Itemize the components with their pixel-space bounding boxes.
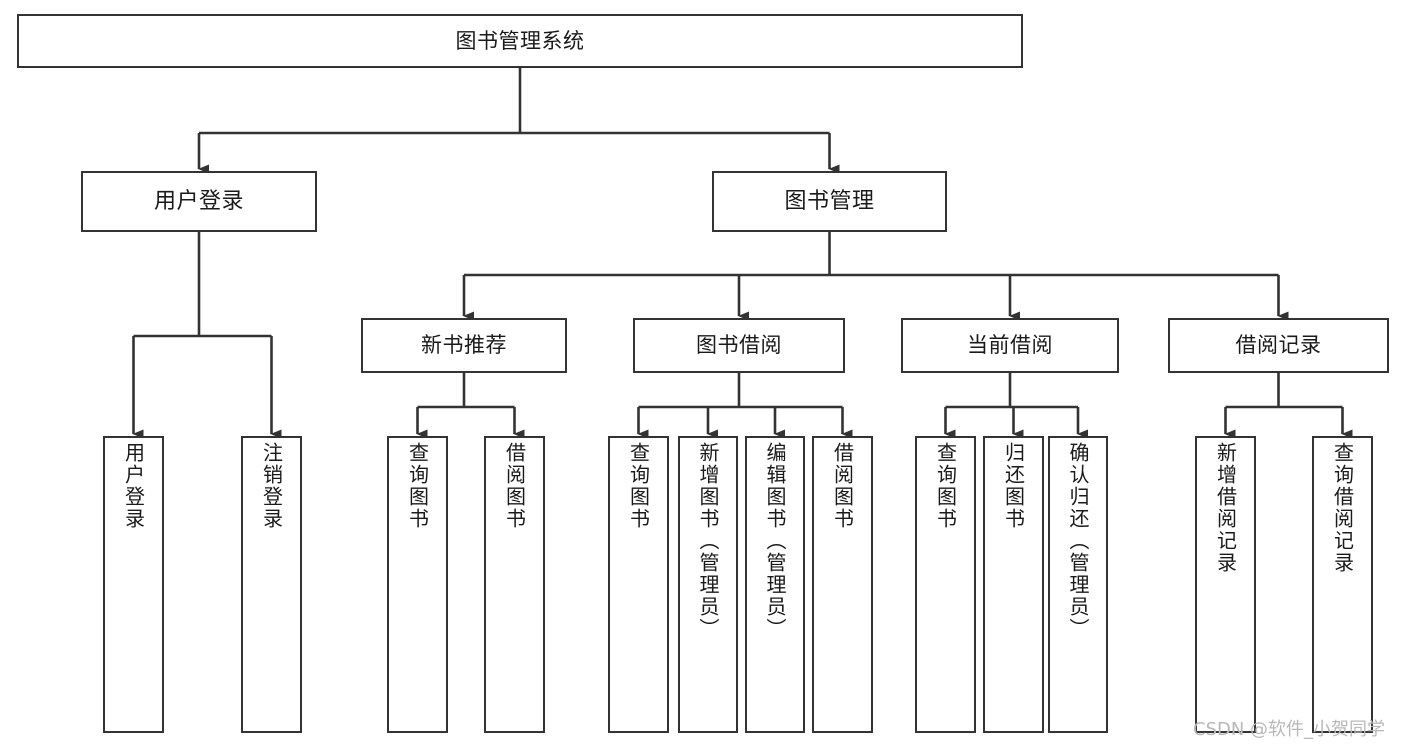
node-label: 借阅图书 — [502, 442, 527, 530]
node-label: 当前借阅 — [967, 333, 1053, 358]
node-leaf-logout-login[interactable]: 注销登录 — [241, 436, 302, 733]
node-leaf-query-record[interactable]: 查询借阅记录 — [1312, 436, 1373, 733]
node-label: 查询图书 — [405, 442, 430, 530]
node-root[interactable]: 图书管理系统 — [17, 14, 1023, 68]
node-leaf-edit-book[interactable]: 编辑图书（管理员） — [745, 436, 805, 733]
node-new-book-rec[interactable]: 新书推荐 — [361, 318, 567, 373]
node-label: 新书推荐 — [421, 333, 507, 358]
node-label: 查询图书 — [933, 442, 958, 530]
node-leaf-return-book[interactable]: 归还图书 — [983, 436, 1044, 733]
node-leaf-query-book-2[interactable]: 查询图书 — [608, 436, 669, 733]
node-leaf-confirm-return[interactable]: 确认归还（管理员） — [1048, 436, 1108, 733]
node-label: 查询借阅记录 — [1330, 442, 1355, 574]
node-label: 归还图书 — [1001, 442, 1026, 530]
node-leaf-query-book-1[interactable]: 查询图书 — [387, 436, 448, 733]
node-label: 借阅图书 — [830, 442, 855, 530]
node-leaf-add-book[interactable]: 新增图书（管理员） — [678, 436, 738, 733]
node-label: 新增图书（管理员） — [696, 442, 720, 640]
edges — [132, 68, 1353, 439]
node-label: 借阅记录 — [1235, 333, 1322, 358]
node-leaf-borrow-book-2[interactable]: 借阅图书 — [812, 436, 873, 733]
node-leaf-add-record[interactable]: 新增借阅记录 — [1195, 436, 1256, 733]
node-book-manage[interactable]: 图书管理 — [712, 171, 947, 232]
node-label: 用户登录 — [121, 442, 146, 530]
node-current-borrow[interactable]: 当前借阅 — [901, 318, 1119, 373]
node-label: 图书管理 — [784, 188, 875, 214]
node-label: 图书借阅 — [696, 333, 782, 358]
node-leaf-borrow-book-1[interactable]: 借阅图书 — [484, 436, 545, 733]
node-label: 新增借阅记录 — [1213, 442, 1238, 574]
node-label: 确认归还（管理员） — [1066, 442, 1090, 640]
node-label: 用户登录 — [153, 188, 244, 214]
node-book-borrow[interactable]: 图书借阅 — [633, 318, 845, 373]
node-leaf-user-login[interactable]: 用户登录 — [103, 436, 164, 733]
node-borrow-record[interactable]: 借阅记录 — [1168, 318, 1389, 373]
node-label: 注销登录 — [259, 442, 284, 530]
node-label: 图书管理系统 — [455, 28, 585, 53]
node-label: 编辑图书（管理员） — [763, 442, 787, 640]
node-label: 查询图书 — [626, 442, 651, 530]
node-user-login[interactable]: 用户登录 — [81, 171, 317, 232]
node-leaf-query-book-3[interactable]: 查询图书 — [915, 436, 976, 733]
